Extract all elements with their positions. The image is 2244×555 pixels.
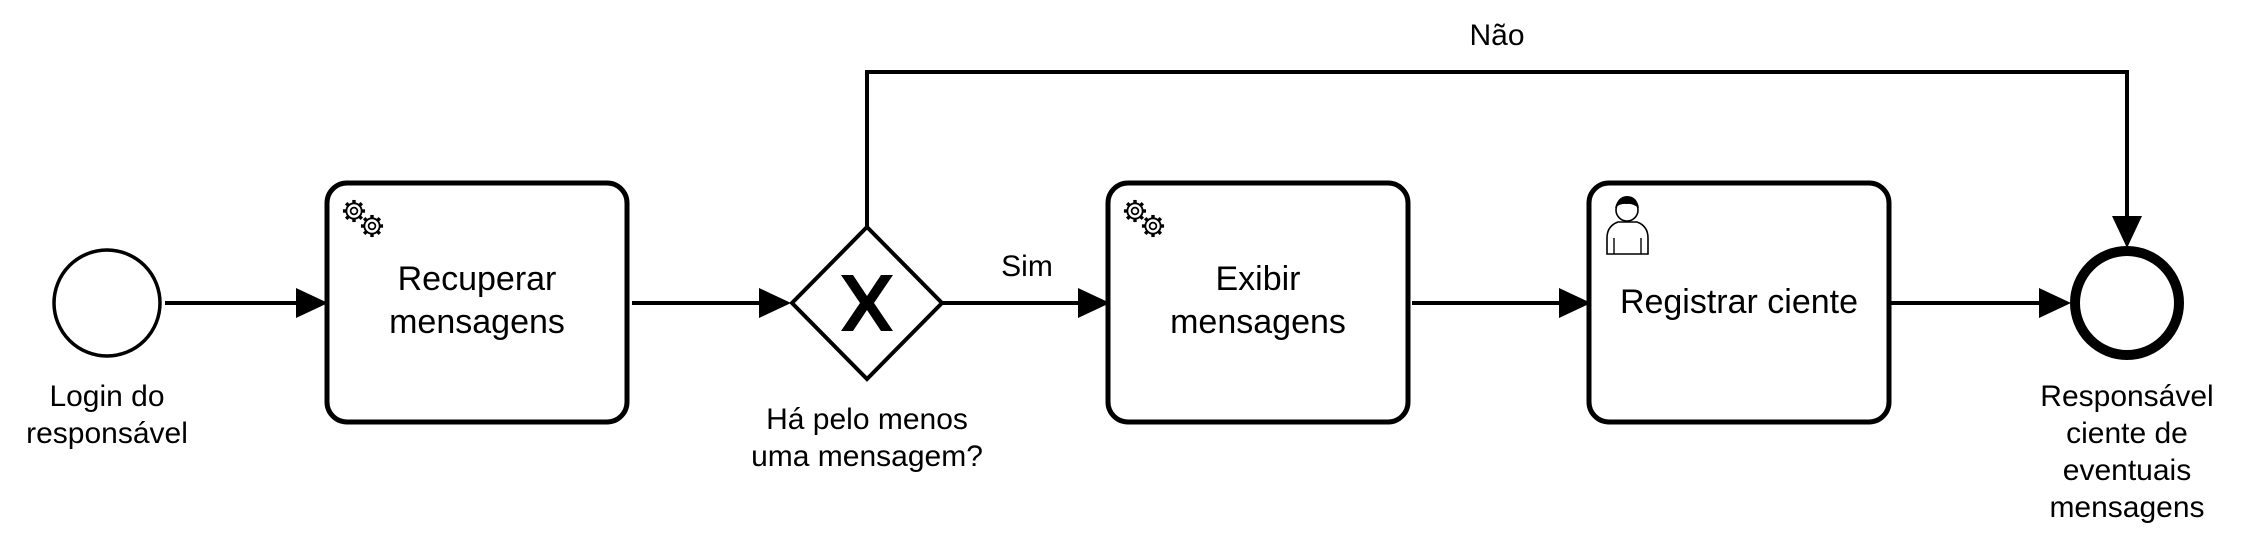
gateway-label-line: uma mensagem?	[751, 440, 983, 473]
arrowhead-exibir	[1078, 288, 1110, 318]
end-event[interactable]	[2070, 246, 2184, 360]
task-label-line: Recuperar	[397, 260, 557, 298]
start-label-line: responsável	[26, 417, 188, 450]
arrowhead-end	[2039, 288, 2071, 318]
flow-label-no: Não	[1469, 19, 1525, 52]
task-label-exibir: Exibir mensagens	[1108, 258, 1408, 344]
end-event-label: Responsável ciente de eventuais mensagen…	[2017, 378, 2237, 526]
gateway-label-line: Há pelo menos	[766, 403, 968, 436]
task-exibir-mensagens[interactable]	[1105, 180, 1411, 425]
exclusive-gateway[interactable]	[789, 224, 945, 382]
arrowhead-registrar	[1559, 288, 1591, 318]
arrowheads	[296, 216, 2142, 318]
gateway-label: Há pelo menos uma mensagem?	[717, 401, 1017, 475]
task-recuperar-mensagens[interactable]	[324, 180, 630, 425]
start-event-label: Login do responsável	[7, 378, 207, 452]
start-event[interactable]	[52, 248, 162, 358]
task-label-line: mensagens	[1170, 303, 1346, 341]
end-label-line: Responsável	[2040, 380, 2214, 413]
arrowhead-end-top	[2112, 216, 2142, 248]
task-label-registrar: Registrar ciente	[1589, 281, 1889, 324]
end-label-line: ciente de	[2066, 417, 2188, 450]
flow-gateway-no-to-end[interactable]	[865, 70, 2129, 227]
flow-label-yes: Sim	[1001, 250, 1053, 283]
end-label-line: eventuais	[2062, 454, 2192, 487]
task-label-line: Registrar ciente	[1619, 283, 1859, 321]
task-label-recuperar: Recuperar mensagens	[327, 258, 627, 344]
arrowhead-gateway	[759, 288, 791, 318]
arrowhead-recuperar	[296, 288, 328, 318]
task-registrar-ciente[interactable]	[1586, 180, 1892, 425]
task-label-line: mensagens	[389, 303, 565, 341]
start-label-line: Login do	[49, 380, 165, 413]
sequence-flows	[165, 70, 2129, 305]
task-label-line: Exibir	[1215, 260, 1301, 298]
end-label-line: mensagens	[2049, 491, 2205, 524]
user-icon	[1606, 196, 1649, 255]
exclusive-x-icon	[841, 275, 893, 331]
